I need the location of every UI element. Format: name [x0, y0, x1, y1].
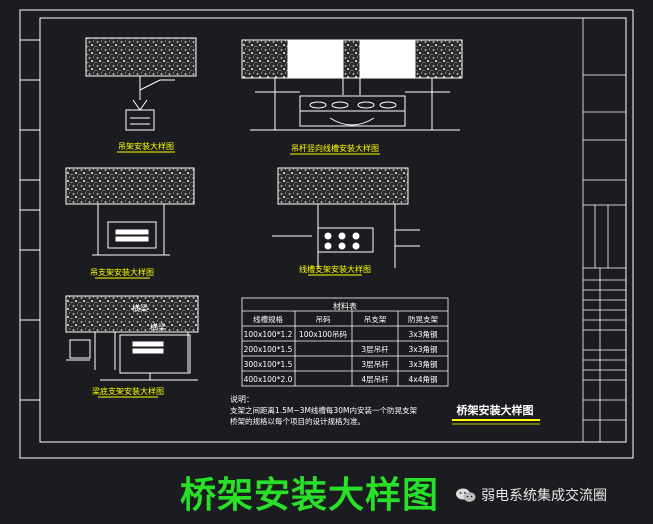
table-cell: 3x3角钢 [409, 359, 438, 369]
beam-label: 横梁 [150, 322, 166, 332]
detail-hanger-2 [241, 39, 463, 131]
sheet-title: 桥架安装大样图 [180, 475, 440, 516]
detail-bracket-3 [65, 167, 195, 256]
detail-3-label: 吊支架安装大样图 [90, 267, 154, 277]
table-cell: 3x3角钢 [409, 329, 438, 339]
wechat-icon [456, 488, 476, 502]
table-header-cell: 线槽规格 [253, 314, 283, 324]
table-cell: 100x100吊码 [299, 330, 348, 339]
material-table-title: 材料表 [333, 301, 357, 311]
notes-line-2: 桥架的规格以每个项目的设计规格为准。 [230, 416, 365, 426]
table-header-cell: 吊支架 [364, 314, 387, 324]
material-table [241, 297, 449, 387]
table-cell: 200x100*1.5 [244, 345, 293, 354]
watermark-text: 弱电系统集成交流圈 [481, 488, 607, 504]
detail-5-label: 梁底支架安装大样图 [92, 386, 164, 396]
detail-support-4 [272, 167, 420, 268]
title-block [582, 18, 626, 442]
table-cell: 400x100*2.0 [244, 375, 293, 384]
table-cell: 3x3角钢 [409, 344, 438, 354]
block-title: 桥架安装大样图 [457, 403, 534, 417]
material-table-cells: 线槽规格 吊码 吊支架 防晃支架 100x100*1.2 100x100吊码 3x3角钢 20… [244, 314, 439, 384]
detail-hanger-1 [85, 37, 197, 131]
table-cell: 100x100*1.2 [244, 330, 293, 339]
detail-beam-5 [65, 295, 199, 381]
detail-1-label: 吊架安装大样图 [118, 141, 174, 151]
sheet-frame [19, 9, 634, 459]
watermark: 弱电系统集成交流圈 [455, 485, 607, 505]
detail-4-label: 线槽支架安装大样图 [299, 264, 371, 274]
notes-heading: 说明： [230, 394, 254, 404]
table-cell: 300x100*1.5 [244, 360, 293, 369]
table-header-cell: 吊码 [316, 315, 331, 324]
table-cell: 4x4角钢 [409, 374, 438, 384]
table-cell: 3层吊杆 [361, 359, 389, 369]
beam-label-top: 横梁 [132, 303, 148, 313]
notes-line-1: 支架之间距离1.5M~3M线槽每30M内安装一个防晃支架 [230, 405, 417, 415]
table-header-cell: 防晃支架 [408, 314, 438, 324]
table-cell: 3层吊杆 [361, 344, 389, 354]
detail-2-label: 吊杆竖向线槽安装大样图 [291, 143, 379, 153]
table-cell: 4层吊杆 [361, 374, 389, 384]
